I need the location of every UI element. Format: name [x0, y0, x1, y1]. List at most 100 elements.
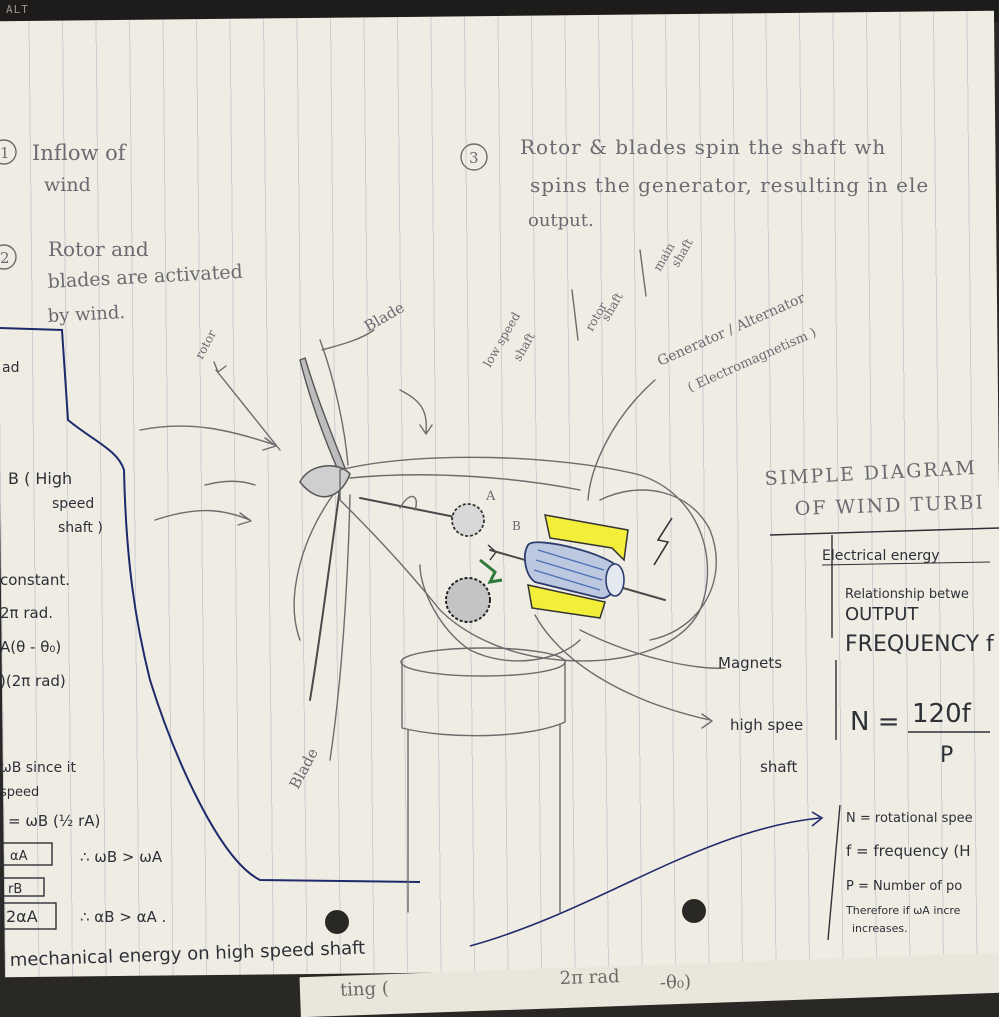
gear-a	[451, 503, 485, 537]
label-blade-top: Blade	[361, 298, 408, 335]
label-blade-bottom: Blade	[286, 745, 322, 792]
keyboard-alt-label: ALT	[6, 3, 29, 16]
magnet-bottom	[527, 584, 606, 619]
armature-windings	[533, 549, 605, 591]
step-2-line-2: blades are activated	[47, 261, 243, 293]
box-2	[0, 877, 45, 897]
step-2-number: 2	[0, 249, 10, 267]
frag-since: ωB since it	[0, 760, 76, 776]
panel-output: OUTPUT	[845, 604, 919, 625]
frag-theta: A(θ - θ₀)	[0, 638, 61, 656]
step-1-note: 1 Inflow of wind	[0, 139, 128, 196]
electrical-underline	[821, 561, 991, 566]
blade-top-edge	[319, 339, 349, 466]
step-3-line-2: spins the generator, resulting in ele	[530, 173, 929, 197]
label-magnets: Magnets	[718, 654, 782, 672]
frag-2pi-rad-2: )(2π rad)	[0, 672, 66, 690]
diagram-labels: rotor Blade Blade low speed shaft rotor …	[192, 236, 818, 792]
highspeed-leader-head	[701, 713, 713, 729]
gear-b	[445, 577, 491, 623]
magnets-leader	[579, 629, 726, 669]
panel-title-line-2: OF WIND TURBI	[794, 491, 985, 520]
wind-arrow-3	[204, 480, 256, 486]
step-1-number: 1	[0, 144, 10, 162]
step-3-line-1: Rotor & blades spin the shaft wh	[520, 135, 886, 159]
step-2-circle	[0, 244, 17, 270]
generator-housing	[599, 489, 717, 641]
frag-constant: constant.	[0, 571, 70, 589]
turbine-drawing	[139, 329, 726, 913]
label-divider-2	[639, 249, 647, 297]
wind-arrow-2	[154, 509, 251, 521]
formula-denominator: P	[940, 743, 953, 768]
tower-collar	[400, 647, 566, 677]
frag-speed: speed	[0, 785, 39, 800]
highspeed-leader	[534, 614, 711, 721]
label-gear-b: B	[512, 519, 521, 533]
frag-b-line1: B ( High	[8, 469, 72, 488]
frag-box-3: 2αA	[6, 907, 38, 926]
frag-ab: ∴ αB > αA .	[80, 908, 166, 926]
armature-end	[605, 563, 625, 597]
box-1	[0, 842, 53, 866]
label-divider-1	[571, 289, 579, 341]
label-generator-1: Generator / Alternator	[655, 290, 807, 370]
blade-leader	[321, 329, 375, 351]
formula-numerator: 120f	[912, 699, 972, 729]
lowspeed-arrow-head	[419, 424, 433, 435]
step-3-number: 3	[469, 149, 479, 167]
frag-b-line3: shaft )	[58, 520, 103, 536]
step-2-note: 2 Rotor and blades are activated by wind…	[0, 237, 243, 327]
panel-electrical: Electrical energy	[822, 548, 940, 564]
def-p: P = Number of po	[846, 879, 962, 894]
wind-arrow-1-head	[262, 437, 277, 451]
panel-title-line-1: SIMPLE DIAGRAM	[764, 457, 977, 490]
step-2-line-3: by wind.	[47, 302, 125, 327]
left-ink-curve	[0, 327, 421, 883]
therefore-2: increases.	[852, 922, 908, 935]
tower-top	[401, 659, 566, 737]
step-1-circle	[0, 139, 17, 165]
def-f: f = frequency (H	[846, 842, 971, 860]
label-high-speed-1: high spee	[730, 716, 803, 734]
frag-b-line2: speed	[52, 496, 94, 512]
step-2-line-1: Rotor and	[48, 237, 149, 261]
gear-green-teeth	[479, 558, 503, 584]
frag-wb: ∴ ωB > ωA	[80, 848, 163, 866]
blade-bottom-3	[293, 491, 336, 641]
frag-box-2: rB	[8, 882, 22, 897]
blade-bottom-2	[329, 494, 351, 761]
punch-hole-right	[682, 899, 706, 923]
gear-link	[487, 544, 497, 561]
panel-relationship: Relationship betwe	[845, 587, 969, 602]
frag-2pi-rad: 2π rad.	[0, 604, 53, 622]
step-1-line-1: Inflow of	[32, 141, 128, 165]
label-gear-a: A	[485, 489, 496, 504]
left-margin-fragments: ad B ( High speed shaft ) constant. 2π r…	[0, 360, 366, 971]
blade-top	[299, 357, 346, 471]
step-3-note: 3 Rotor & blades spin the shaft wh spins…	[460, 135, 929, 231]
step-1-line-2: wind	[44, 174, 91, 196]
right-panel: SIMPLE DIAGRAM OF WIND TURBI Electrical …	[764, 457, 999, 941]
rotation-arrow	[399, 495, 417, 511]
punch-hole-left	[325, 910, 349, 934]
label-high-speed-2: shaft	[760, 758, 798, 776]
therefore-1: Therefore if ωA incre	[845, 904, 961, 917]
lightning-icon	[653, 517, 673, 566]
magnet-top	[544, 514, 629, 562]
rotor-leader-head	[213, 361, 227, 373]
wind-arrow-2-head	[237, 512, 252, 526]
frag-mechanical: mechanical energy on high speed shaft	[9, 938, 365, 971]
mechanical-arrow-head	[811, 811, 824, 827]
nacelle-inner-bottom	[419, 564, 581, 662]
nacelle-inner-top	[349, 474, 581, 491]
rotor-leader	[215, 369, 281, 451]
label-rotor: rotor	[192, 327, 219, 361]
mechanical-arrow	[469, 817, 821, 947]
step-3-circle	[460, 143, 488, 171]
lowspeed-arrow	[399, 389, 427, 433]
def-n: N = rotational spee	[846, 811, 973, 826]
generator-leader	[587, 379, 656, 501]
formula-lhs: N =	[850, 707, 900, 737]
